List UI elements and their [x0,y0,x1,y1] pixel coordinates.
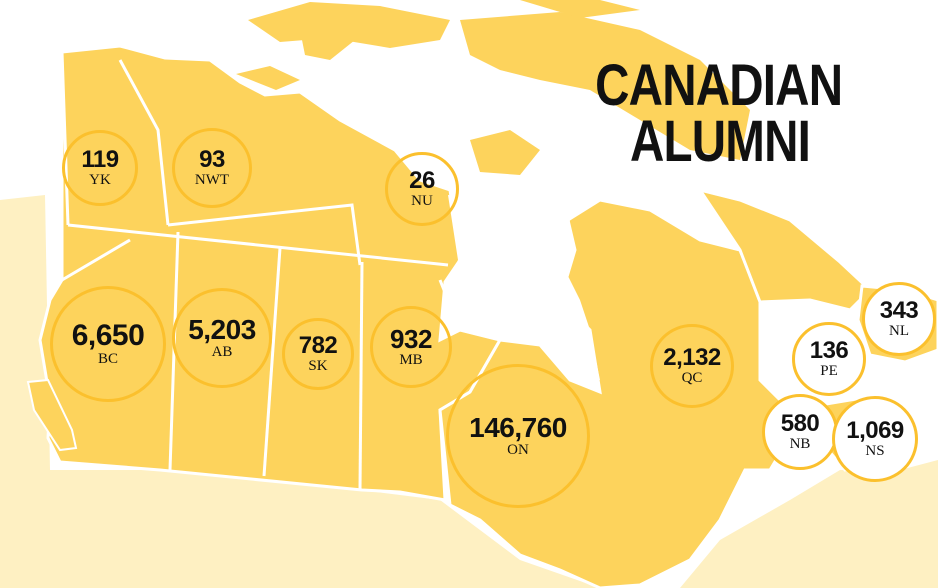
province-abbr: NB [789,436,811,452]
alumni-count: 5,203 [188,314,256,345]
alumni-count: 1,069 [846,417,904,444]
alumni-count: 119 [81,146,119,173]
province-abbr: ON [507,442,529,458]
southampton-island [470,130,540,175]
province-abbr: AB [211,344,233,360]
map-title: CANADIAN ALUMNI [595,53,843,174]
marker-mb: 932 MB [370,306,452,388]
vancouver-island [26,378,78,452]
nunavut-island-3 [460,12,750,160]
usa-east-land [680,460,938,588]
province-abbr: NL [889,323,909,339]
alumni-count: 580 [780,410,820,437]
province-abbr: BC [97,351,118,367]
alumni-count: 146,760 [469,412,567,443]
marker-ns: 1,069 NS [832,396,918,482]
alumni-count: 136 [809,337,849,364]
marker-qc: 2,132 QC [650,324,734,408]
marker-bc: 6,650 BC [50,286,166,402]
title-line-2: ALUMNI [629,109,811,174]
marker-nu: 26 NU [385,152,459,226]
province-abbr: NU [411,193,433,209]
province-abbr: SK [308,358,328,374]
province-abbr: NWT [194,172,230,188]
province-abbr: PE [820,363,838,379]
alumni-count: 343 [879,297,919,324]
marker-yk: 119 YK [62,130,138,206]
hudson-bay [445,180,600,380]
nunavut-island-4 [236,66,300,90]
marker-nwt: 93 NWT [172,128,252,208]
alumni-count: 2,132 [663,344,721,371]
alumni-count: 782 [298,332,338,359]
alumni-count: 932 [390,324,432,354]
marker-sk: 782 SK [282,318,354,390]
nunavut-island-2 [300,18,355,60]
alumni-count: 26 [409,167,435,194]
province-abbr: NS [865,443,885,459]
marker-nb: 580 NB [762,394,838,470]
marker-ab: 5,203 AB [172,288,272,388]
marker-pe: 136 PE [792,322,866,396]
title-line-1: CANADIAN [595,53,843,118]
province-abbr: QC [681,370,703,386]
nunavut-island-1 [248,2,450,48]
nunavut-island-5 [520,0,640,18]
alumni-count: 93 [199,146,225,173]
province-abbr: YK [89,172,111,188]
province-abbr: MB [399,352,423,368]
alumni-count: 6,650 [71,319,145,352]
usa-land [0,195,600,588]
western-canada-land [38,44,503,502]
marker-on: 146,760 ON [446,364,590,508]
marker-nl: 343 NL [862,282,936,356]
